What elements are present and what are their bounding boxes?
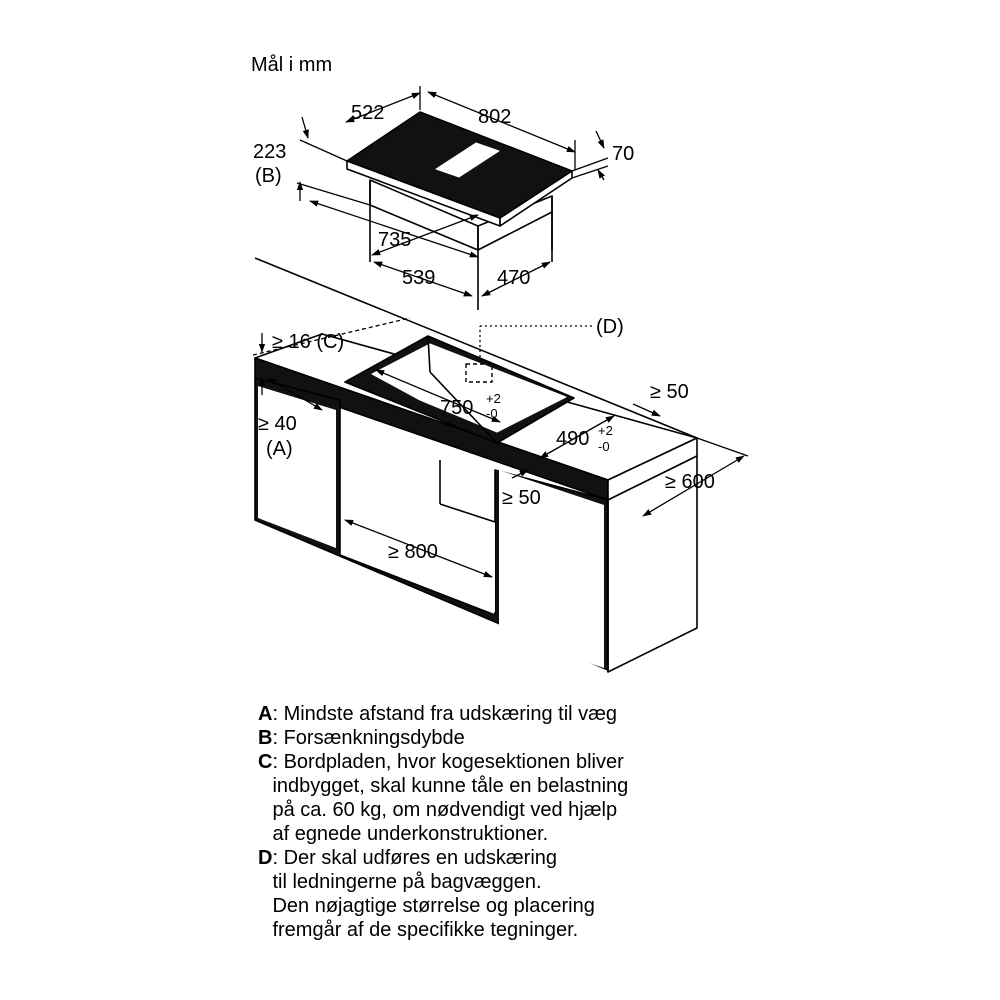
hob-drawing — [346, 111, 573, 310]
dim-cabinet-width: ≥ 800 — [388, 541, 438, 563]
dim-front-gap: ≥ 50 — [502, 487, 541, 509]
dim-back-gap-label: (A) — [266, 438, 293, 460]
legend: A: Mindste afstand fra udskæring til væg… — [258, 702, 778, 942]
dim-hob-width: 802 — [478, 106, 511, 128]
counter-drawing — [254, 257, 698, 673]
dim-cutout-depth: 490 — [556, 428, 589, 450]
dim-cutout-width-tol-plus: +2 — [486, 391, 501, 406]
dim-body-front: 539 — [402, 267, 435, 289]
dim-inset-label: (B) — [255, 165, 282, 187]
cabinet-opening — [345, 430, 495, 612]
dim-back-gap: ≥ 40 — [258, 413, 297, 435]
legend-key: C — [258, 751, 273, 773]
hob-dimensions — [296, 86, 609, 297]
dim-wall-gap: ≥ 16 (C) — [272, 331, 344, 353]
dim-cable-label: (D) — [596, 316, 624, 338]
legend-item-b: B: Forsænkningsdybde — [258, 726, 778, 750]
dim-hob-height: 70 — [612, 143, 634, 165]
legend-item-c: C: Bordpladen, hvor kogesektionen bliver… — [258, 750, 778, 846]
cabinet-door-right — [499, 470, 604, 668]
legend-item-a: A: Mindste afstand fra udskæring til væg — [258, 702, 778, 726]
legend-text: : Mindste afstand fra udskæring til væg — [272, 703, 618, 725]
counter-dimensions — [252, 317, 749, 578]
dim-right-side-gap: ≥ 50 — [650, 381, 689, 403]
dim-inset-depth: 223 — [253, 141, 286, 163]
dim-cutout-width: 750 — [440, 397, 473, 419]
dim-cutout-depth-tol-minus: -0 — [598, 439, 610, 454]
dim-counter-depth: ≥ 600 — [665, 471, 715, 493]
legend-key: A — [258, 703, 273, 725]
dim-body-width: 735 — [378, 229, 411, 251]
legend-text: : Der skal udføres en udskæring til ledn… — [272, 847, 595, 941]
legend-text: : Bordpladen, hvor kogesektionen bliver … — [272, 751, 629, 845]
dim-cutout-depth-tol-plus: +2 — [598, 423, 613, 438]
dim-body-depth: 470 — [497, 267, 530, 289]
legend-key: B — [258, 727, 273, 749]
dim-hob-depth: 522 — [351, 102, 384, 124]
cabinet-front-left — [258, 386, 336, 548]
dim-cutout-width-tol-minus: -0 — [486, 406, 498, 421]
legend-item-d: D: Der skal udføres en udskæring til led… — [258, 846, 778, 942]
units-note: Mål i mm — [251, 54, 332, 76]
legend-text: : Forsænkningsdybde — [272, 727, 465, 749]
legend-key: D — [258, 847, 273, 869]
